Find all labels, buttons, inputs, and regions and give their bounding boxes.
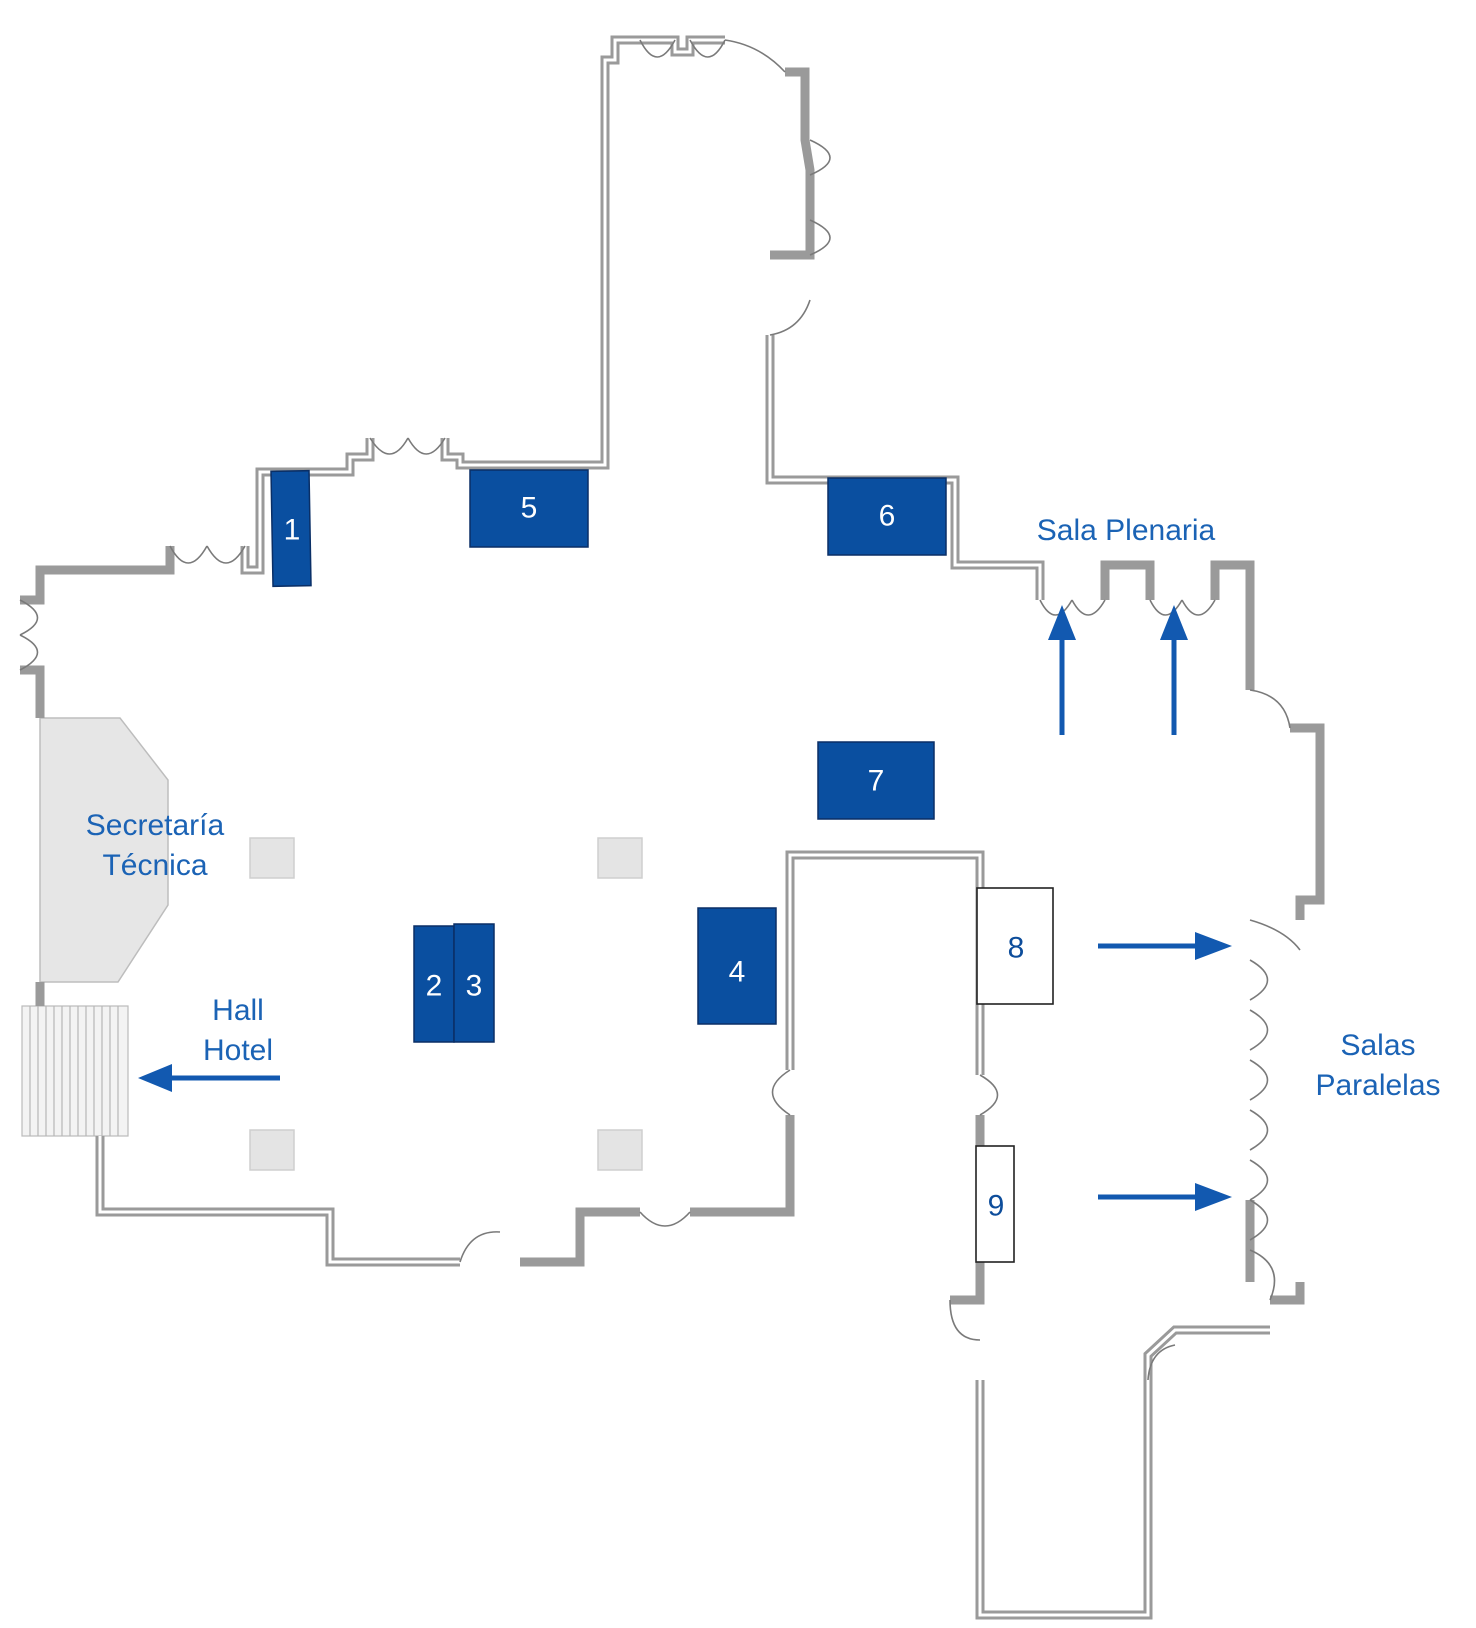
booth-7[interactable]: 7 xyxy=(817,741,935,820)
hall-label-line1: Hall xyxy=(212,994,264,1027)
pillars xyxy=(249,837,643,1171)
booth-4-number: 4 xyxy=(729,956,746,989)
doors xyxy=(19,39,1301,1381)
booth-1[interactable]: 1 xyxy=(270,469,312,588)
booth-6-number: 6 xyxy=(879,500,896,533)
arrow-right-upper xyxy=(1098,932,1232,960)
sala-plenaria-label: Sala Plenaria xyxy=(1037,514,1216,547)
booth-8-number: 8 xyxy=(1008,932,1025,965)
booth-4[interactable]: 4 xyxy=(697,907,777,1025)
booth-3-number: 3 xyxy=(466,970,483,1003)
booth-8[interactable]: 8 xyxy=(976,887,1054,1005)
walls-core xyxy=(98,38,1270,1617)
booth-5[interactable]: 5 xyxy=(469,469,589,548)
booth-2[interactable]: 2 xyxy=(413,925,455,1043)
booth-1-number: 1 xyxy=(284,514,301,547)
salas-label-line1: Salas xyxy=(1340,1029,1415,1062)
booth-7-number: 7 xyxy=(868,765,885,798)
salas-label-line2: Paralelas xyxy=(1315,1069,1440,1102)
secretaria-label-line2: Técnica xyxy=(102,849,207,882)
arrow-up-left xyxy=(1048,605,1076,735)
booth-6[interactable]: 6 xyxy=(827,477,947,556)
booth-5-number: 5 xyxy=(521,492,538,525)
secretaria-label-line1: Secretaría xyxy=(86,809,225,842)
hall-label-line2: Hotel xyxy=(203,1034,273,1067)
arrow-up-right xyxy=(1160,605,1188,735)
booth-2-number: 2 xyxy=(426,970,443,1003)
booth-9[interactable]: 9 xyxy=(975,1145,1015,1263)
arrow-left-hall xyxy=(138,1064,280,1092)
arrow-right-lower xyxy=(1098,1183,1232,1211)
booth-9-number: 9 xyxy=(988,1190,1005,1223)
hall-stairs xyxy=(21,1005,129,1137)
booth-3[interactable]: 3 xyxy=(453,923,495,1043)
